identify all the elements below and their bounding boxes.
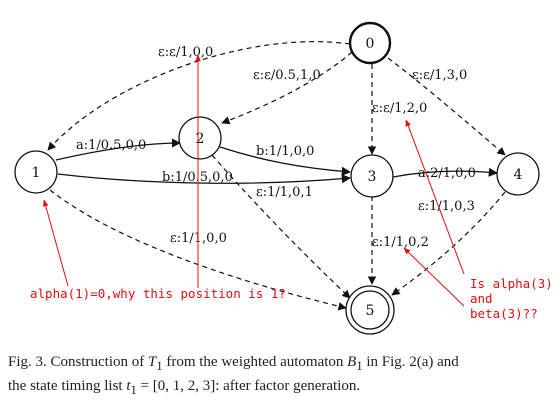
caption-t-sub: 1: [156, 359, 163, 373]
edge-label-1-3: b:1/0.5,0,0: [162, 170, 233, 185]
caption-mid2: in Fig. 2(a) and: [362, 354, 459, 370]
edge-1-3: [57, 173, 351, 184]
state-1: 1: [14, 150, 58, 194]
caption-line2-suffix: : after factor generation.: [215, 378, 361, 394]
state-1-label: 1: [32, 165, 41, 181]
state-0-label: 0: [366, 36, 375, 52]
automaton-diagram: ε:ε/1,0,0 ε:ε/0.5,1,0 ε:ε/1,3,0 ε:ε/1,2,…: [14, 21, 553, 335]
edge-1-2: [55, 138, 181, 161]
edge-label-3-5: ε:1/1,0,2: [372, 235, 429, 250]
state-2-label: 2: [196, 131, 205, 147]
edge-0-2: [221, 51, 353, 125]
caption-mid1: from the weighted automaton: [162, 354, 348, 370]
state-4-label: 4: [514, 167, 523, 183]
figure-caption: Fig. 3. Construction of T1 from the weig…: [8, 352, 552, 400]
caption-t-small: t: [126, 378, 131, 394]
annotation-alpha: alpha(1)=0,why this position is 1?: [30, 54, 286, 301]
edge-label-0-4: ε:ε/1,3,0: [412, 68, 467, 83]
edge-label-0-3: ε:ε/1,2,0: [372, 101, 427, 116]
edge-label-4-5: ε:1/1,0,3: [418, 199, 475, 214]
edge-0-4: [387, 57, 506, 156]
edge-1-5: [49, 189, 347, 311]
caption-b-symbol: B: [347, 354, 357, 370]
edge-0-1: [47, 41, 351, 151]
annotation-beta-text-2: and: [470, 291, 493, 306]
edge-label-2-3: b:1/1,0,0: [256, 144, 314, 159]
annotation-beta: Is alpha(3) and beta(3)??: [403, 119, 553, 321]
caption-b-sub: 1: [356, 359, 363, 373]
edge-label-3-4: a:2/1,0,0: [418, 166, 476, 181]
state-5-label: 5: [366, 303, 375, 319]
state-0: 0: [348, 21, 392, 65]
edge-2-3: [219, 146, 351, 176]
edge-label-2-5: ε:1/1,0,1: [256, 185, 313, 200]
caption-list: = [0, 1, 2, 3]: [136, 378, 216, 394]
state-3: 3: [350, 154, 394, 198]
state-3-label: 3: [368, 169, 377, 185]
annotation-beta-text-3: beta(3)??: [470, 306, 538, 321]
edge-3-4: [392, 167, 498, 178]
caption-t-symbol: T: [148, 354, 157, 370]
edge-label-1-2: a:1/0.5,0,0: [76, 138, 146, 153]
edge-4-5: [391, 191, 506, 296]
state-5: 5: [345, 285, 395, 335]
caption-line2-prefix: the state timing list: [8, 378, 127, 394]
edge-label-0-1: ε:ε/1,0,0: [158, 45, 213, 60]
annotation-beta-text-1: Is alpha(3): [470, 276, 553, 291]
caption-prefix: Fig. 3. Construction of: [8, 354, 149, 370]
annotation-alpha-text: alpha(1)=0,why this position is 1?: [30, 286, 286, 301]
state-2: 2: [178, 116, 222, 160]
edge-label-0-2: ε:ε/0.5,1,0: [253, 68, 321, 83]
state-4: 4: [496, 152, 540, 196]
caption-t-small-sub: 1: [130, 383, 137, 397]
